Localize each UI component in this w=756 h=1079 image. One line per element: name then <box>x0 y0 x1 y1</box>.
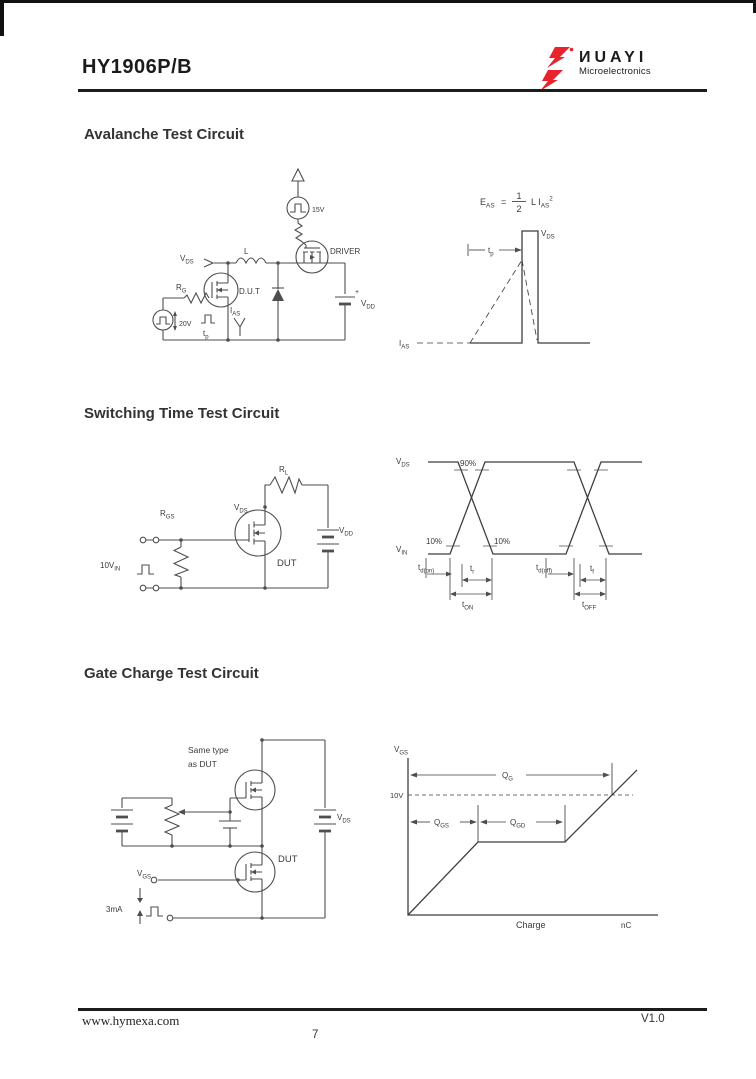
label-tr: tr <box>470 564 474 576</box>
label-vds: VDS <box>337 813 351 825</box>
label-90pct: 90% <box>460 459 476 468</box>
label-rl: RL <box>279 465 289 477</box>
label-vgs-axis: VGS <box>394 745 408 757</box>
label-driver: DRIVER <box>330 247 360 256</box>
label-dut: D.U.T <box>239 287 260 296</box>
label-t-off: tOFF <box>582 600 597 612</box>
formula-body: L IAS2 <box>531 197 553 210</box>
switching-circuit-diagram: RL VDD VDS RGS 10VIN DUT <box>100 465 354 592</box>
switching-circuit-junctions <box>179 505 267 590</box>
gate-charge-waveform-lines <box>407 758 658 916</box>
label-20v: 20V <box>179 321 192 328</box>
switching-section-heading: Switching Time Test Circuit <box>84 405 280 422</box>
label-10vin: 10VIN <box>100 561 120 573</box>
label-vgs: VGS <box>137 869 151 881</box>
scan-edge-right <box>753 0 756 13</box>
company-logo: ИUAYI Microelectronics <box>536 45 686 91</box>
label-3ma: 3mA <box>106 905 123 914</box>
footer-rule <box>78 1008 707 1011</box>
avalanche-circuit-wires <box>152 167 355 341</box>
formula-equals: = <box>501 197 506 207</box>
label-tp: tp <box>203 329 209 341</box>
label-vds: VDS <box>180 254 194 266</box>
label-qg: QG <box>502 771 513 783</box>
switching-waveform-ticks <box>425 469 613 600</box>
logo-brand-text: ИUAYI <box>579 49 648 66</box>
footer-website: www.hymexa.com <box>82 1013 180 1028</box>
label-dut: DUT <box>278 854 298 865</box>
label-qgd: QGD <box>510 818 526 830</box>
label-tf: tf <box>590 564 594 576</box>
avalanche-section-heading: Avalanche Test Circuit <box>84 126 245 143</box>
label-tp-span: tp <box>488 246 494 258</box>
label-10pct-left: 10% <box>426 537 442 546</box>
label-nc-unit: nC <box>621 921 631 930</box>
label-qgs: QGS <box>434 818 449 830</box>
label-charge-axis: Charge <box>516 920 546 930</box>
gate-charge-circuit-diagram: Same type as DUT VDS DUT VGS 3mA <box>106 738 351 924</box>
formula-eas: EAS <box>480 197 495 210</box>
lightning-logo-icon <box>540 47 574 91</box>
scan-edge-top <box>0 0 756 3</box>
switching-circuit-wires <box>137 475 339 592</box>
note-same-type-line2: as DUT <box>188 759 217 769</box>
tp-arrowhead <box>515 247 522 253</box>
label-vds-pulse: VDS <box>541 229 555 241</box>
label-td-on: td(on) <box>418 563 434 575</box>
switching-waveform-traces <box>428 461 642 555</box>
label-plus: + <box>355 289 359 296</box>
label-rgs: RGS <box>160 509 174 521</box>
avalanche-waveform-lines <box>417 201 590 344</box>
footer-page-number: 7 <box>312 1029 319 1041</box>
footer-version: V1.0 <box>641 1013 665 1025</box>
avalanche-waveform-diagram: EAS = 1 2 L IAS2 VDS tp IAS <box>399 191 590 351</box>
label-inductor: L <box>244 247 249 256</box>
formula-numerator: 1 <box>516 191 521 201</box>
label-rg: RG <box>176 283 187 295</box>
header-rule <box>78 89 707 92</box>
gate-charge-circuit-junctions <box>137 738 264 920</box>
label-10pct-right: 10% <box>494 537 510 546</box>
label-vds-axis: VDS <box>396 457 410 469</box>
label-15v: 15V <box>312 207 325 214</box>
label-dut: DUT <box>277 558 297 569</box>
label-ias-axis: IAS <box>399 339 409 351</box>
label-vds: VDS <box>234 503 248 515</box>
gate-charge-circuit-wires <box>111 739 336 924</box>
scan-edge-left <box>0 0 4 36</box>
avalanche-circuit-diagram: 15V DRIVER L VDS D.U.T RG 20V tp IAS + V… <box>152 167 376 342</box>
label-vin-axis: VIN <box>396 545 407 557</box>
label-vdd: VDD <box>361 299 376 311</box>
avalanche-circuit-junctions <box>173 255 315 342</box>
logo-subtitle-text: Microelectronics <box>579 66 651 77</box>
formula-denominator: 2 <box>516 204 521 214</box>
switching-waveform-diagram: VDS VIN 90% 10% 10% td(on) tr tON td(off… <box>396 457 642 612</box>
note-same-type-line1: Same type <box>188 745 229 755</box>
label-td-off: td(off) <box>536 563 552 575</box>
label-10v: 10V <box>390 791 403 800</box>
gate-charge-waveform-diagram: VGS 10V QG QGS QGD Charge nC <box>390 745 658 930</box>
switching-waveform-arrowheads <box>446 571 606 597</box>
gate-charge-section-heading: Gate Charge Test Circuit <box>84 665 259 682</box>
label-t-on: tON <box>462 600 473 612</box>
gate-charge-waveform-arrowheads <box>410 772 610 825</box>
label-ias: IAS <box>230 306 240 318</box>
label-vdd: VDD <box>339 526 354 538</box>
part-number-title: HY1906P/B <box>82 56 193 78</box>
